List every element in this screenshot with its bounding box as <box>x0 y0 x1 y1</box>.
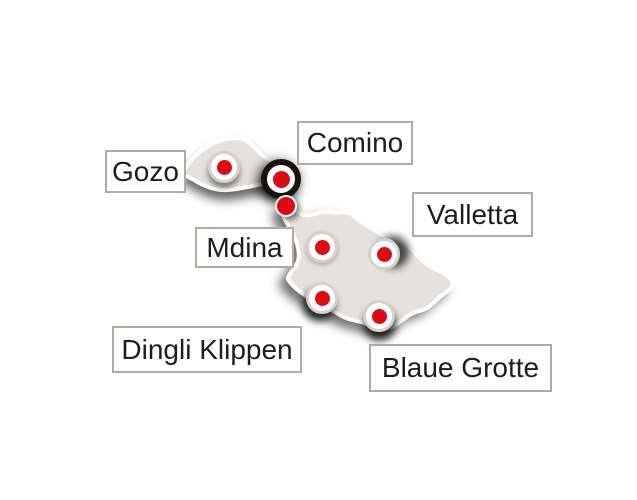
dingli-klippen-marker <box>306 282 338 314</box>
valletta-marker <box>368 238 400 270</box>
blaue-grotte-marker-dot <box>371 308 387 324</box>
gozo-marker <box>208 151 240 183</box>
comino-marker <box>261 159 301 199</box>
mdina-marker <box>306 231 338 263</box>
comino-marker-dot <box>272 170 290 188</box>
dingli-klippen-marker-dot <box>314 290 330 306</box>
dingli-klippen-label: Dingli Klippen <box>112 326 302 373</box>
mdina-label: Mdina <box>195 227 294 268</box>
red-dot-marker <box>275 195 297 217</box>
valletta-marker-dot <box>376 246 392 262</box>
gozo-marker-dot <box>216 159 232 175</box>
valletta-label: Valletta <box>412 192 533 237</box>
blaue-grotte-marker <box>363 300 395 332</box>
blaue-grotte-label: Blaue Grotte <box>369 344 552 392</box>
mdina-marker-dot <box>314 239 330 255</box>
comino-label: Comino <box>297 121 413 165</box>
gozo-label: Gozo <box>105 150 186 193</box>
